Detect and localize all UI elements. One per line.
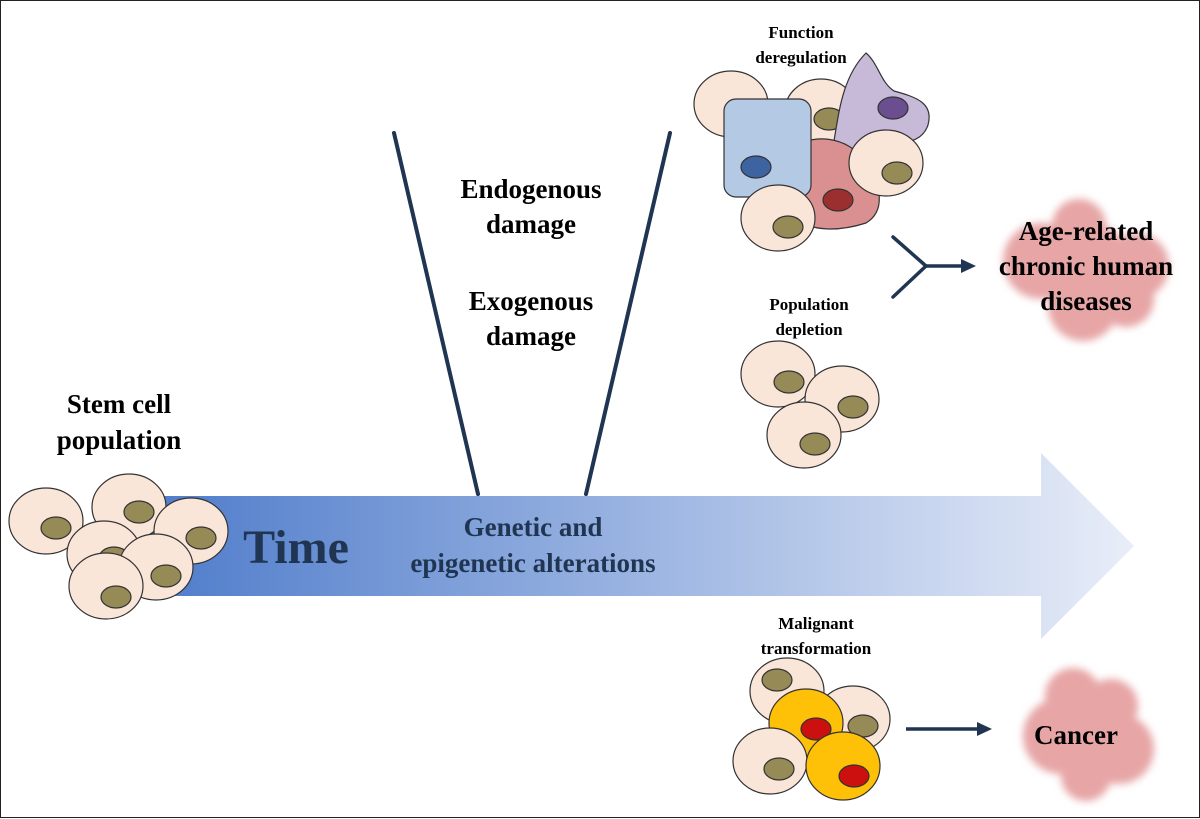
damage-funnel: [392, 131, 672, 496]
stem-cell-population-line-2: population: [56, 424, 182, 455]
age-related-disease-cloud: [1003, 199, 1169, 341]
branch-arrow: [891, 235, 976, 299]
malignant-transformation-cluster: [732, 657, 891, 801]
cancer-cloud: [1023, 668, 1154, 801]
stem-cell-population-label: Stem cell population: [29, 387, 209, 458]
funnel-left-line: [392, 131, 480, 496]
endogenous-damage-line-2: damage: [486, 209, 576, 240]
malignant-transformation-line-1: Malignant: [778, 614, 854, 633]
time-label: Time: [243, 521, 349, 574]
function-deregulation-label: Function deregulation: [731, 21, 871, 70]
age-related-diseases-line-1: Age-related: [1018, 216, 1154, 246]
malignant-transformation-label: Malignant transformation: [736, 612, 896, 661]
age-related-diseases-label: Age-related chronic human diseases: [986, 214, 1186, 319]
age-related-diseases-line-3: diseases: [1040, 286, 1132, 317]
exogenous-damage-line-2: damage: [486, 321, 576, 352]
stem-cell-population-line-1: Stem cell: [66, 389, 172, 419]
endogenous-damage-label: Endogenous damage: [431, 172, 631, 242]
funnel-right-line: [584, 131, 672, 496]
population-depletion-cluster: [740, 340, 880, 469]
malignant-transformation-line-2: transformation: [760, 638, 872, 658]
population-depletion-line-1: Population: [769, 295, 849, 314]
population-depletion-label: Population depletion: [739, 293, 879, 342]
genetic-alterations-line-1: Genetic and: [463, 512, 603, 542]
stem-cell-cluster: [8, 473, 229, 620]
age-related-diseases-line-2: chronic human: [998, 251, 1174, 282]
endogenous-damage-line-1: Endogenous: [460, 174, 602, 204]
exogenous-damage-line-1: Exogenous: [468, 286, 594, 316]
function-deregulation-line-1: Function: [768, 23, 834, 42]
function-deregulation-line-2: deregulation: [755, 47, 847, 67]
genetic-alterations-label: Genetic and epigenetic alterations: [373, 509, 693, 582]
cancer-arrow: [906, 722, 992, 736]
population-depletion-line-2: depletion: [775, 319, 843, 339]
function-deregulation-cluster: [693, 52, 930, 252]
time-arrow: [151, 453, 1134, 639]
exogenous-damage-label: Exogenous damage: [431, 284, 631, 354]
genetic-alterations-line-2: epigenetic alterations: [410, 548, 656, 579]
cancer-label: Cancer: [1034, 720, 1118, 750]
